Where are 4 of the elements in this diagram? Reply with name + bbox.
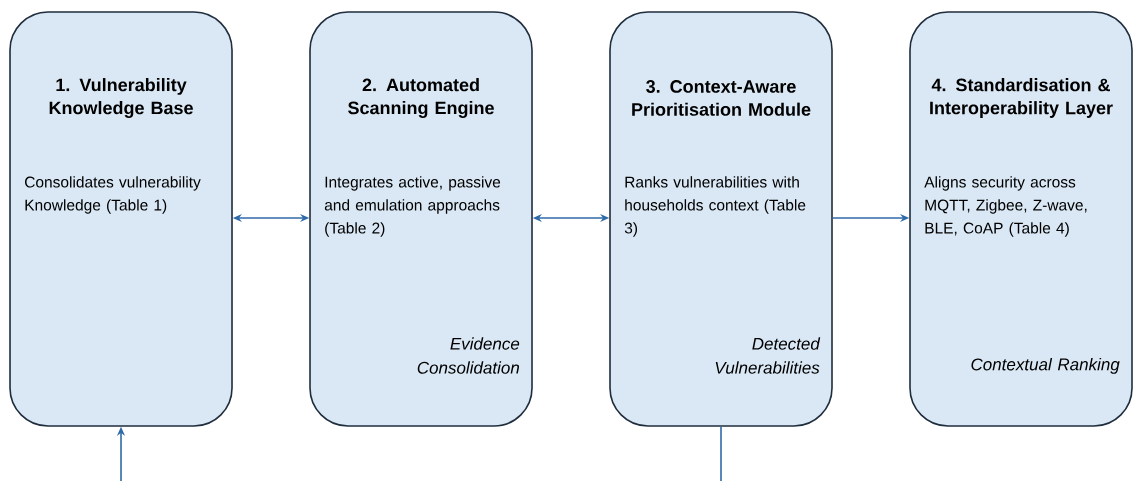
process-box: 1. Vulnerability Knowledge Base Consolidates vulnerability Knowledge (Table 1) bbox=[9, 11, 233, 427]
process-box: 4. Standardisation & Interoperability Layer Aligns security across MQTT, Zigbee, Z-wave, BLE, CoAP (Table 4) Contextual Ranking bbox=[909, 11, 1133, 427]
process-box: 2. Automated Scanning Engine Integrates active, passive and emulation approachs (Table 2) Evidence Consolidation bbox=[309, 11, 533, 427]
process-box: 3. Context-Aware Prioritisation Module Ranks vulnerabilities with households context (Table 3) Detected Vulnerabilities bbox=[609, 11, 833, 427]
